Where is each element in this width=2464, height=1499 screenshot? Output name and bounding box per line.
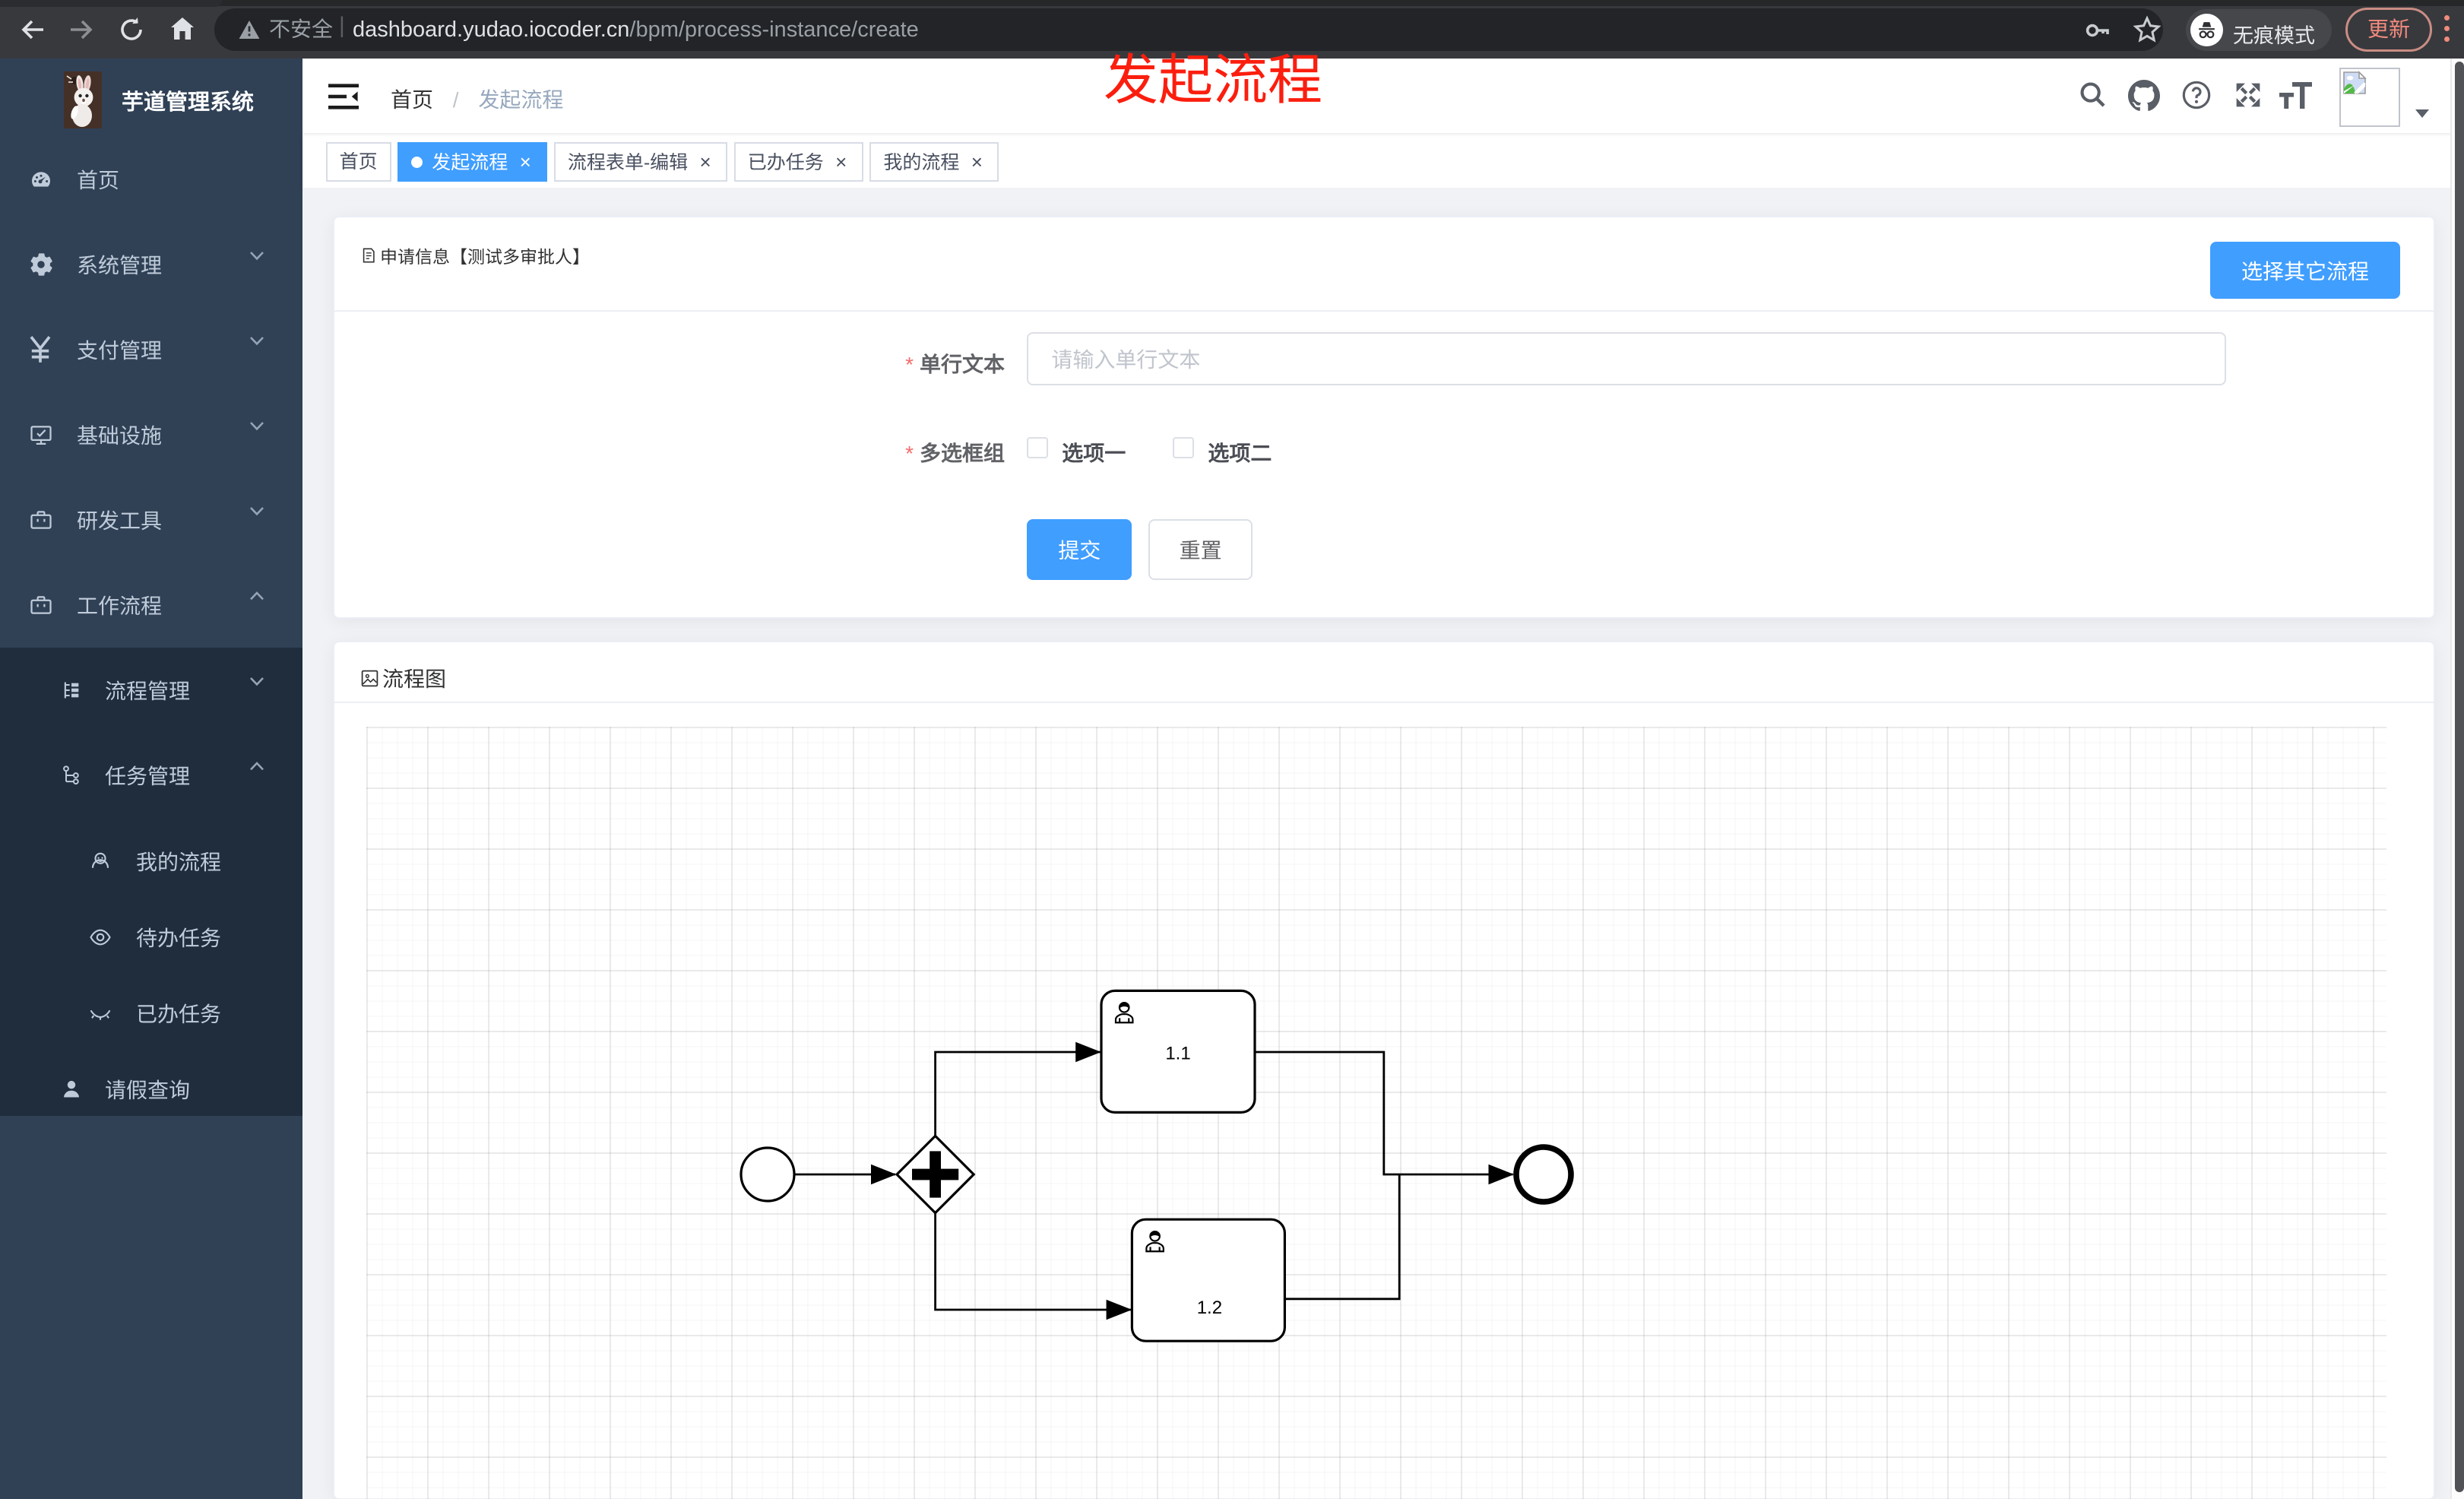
svg-text:1.1: 1.1 bbox=[1165, 1044, 1190, 1064]
svg-text:1.2: 1.2 bbox=[1197, 1298, 1222, 1318]
